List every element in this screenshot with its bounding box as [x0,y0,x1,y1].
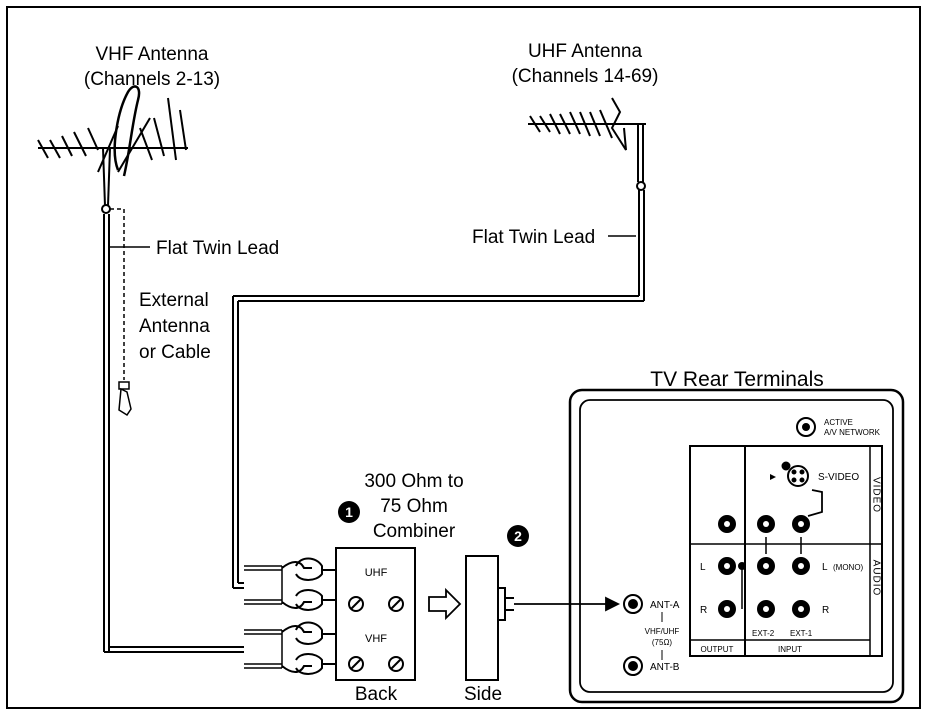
vhf-down-lead [103,214,244,653]
vhf-cable-bundle [244,621,336,675]
flat-twin-lead-left-label: Flat Twin Lead [156,238,279,259]
side-to-tv-arrow [514,596,621,612]
back-to-side-arrow [428,587,462,621]
combiner-title-line2: 75 Ohm [380,496,448,517]
ext1-label: EXT-1 [790,629,813,638]
combiner-title-line3: Combiner [373,521,456,542]
step-2-number: 2 [514,528,522,544]
output-label: OUTPUT [701,645,734,654]
output-l-label: L [700,562,706,573]
ext2-label: EXT-2 [752,629,775,638]
vhf-antenna-channels: (Channels 2-13) [84,69,220,90]
video-side-label: VIDEO [871,477,882,513]
mono-label: (MONO) [833,563,864,572]
step-1-number: 1 [345,504,353,520]
tv-jacks [623,515,810,676]
step-2-marker: 2 [507,525,529,547]
uhf-cable-bundle [244,557,336,611]
uhf-antenna [528,97,646,191]
uhf-antenna-channels: (Channels 14-69) [512,66,659,87]
external-label-line2: Antenna [139,316,210,337]
combiner-uhf-label: UHF [365,567,388,579]
active-network-line1: ACTIVE [824,418,853,427]
tv-rear-panel [568,388,905,704]
uhf-antenna-title: UHF Antenna [528,41,642,62]
audio-side-label: AUDIO [871,560,882,597]
combiner-back [335,547,416,681]
combiner-title-line1: 300 Ohm to [364,471,463,492]
flat-twin-lead-right-label: Flat Twin Lead [472,227,595,248]
uhf-lead [232,190,645,589]
input-r-label: R [822,605,829,616]
diagram-frame [6,6,921,709]
ant-b-label: ANT-B [650,662,680,673]
active-network-line2: A/V NETWORK [824,428,881,437]
tv-rear-title: TV Rear Terminals [650,368,824,391]
input-label: INPUT [778,645,802,654]
s-video-label: S-VIDEO [818,472,859,483]
vhf-antenna-title: VHF Antenna [95,44,208,65]
vhf-uhf-label: VHF/UHF [645,627,680,636]
external-label-line1: External [139,290,209,311]
combiner-side [465,555,514,681]
external-label-line3: or Cable [139,342,211,363]
combiner-back-label: Back [355,684,398,705]
input-l-label: L [822,562,828,573]
output-r-label: R [700,605,707,616]
step-1-marker: 1 [338,501,360,523]
ant-a-label: ANT-A [650,600,680,611]
combiner-vhf-label: VHF [365,633,387,645]
external-cable [110,208,132,417]
ohm75-label: (75Ω) [652,638,673,647]
vhf-antenna [37,85,188,214]
combiner-side-label: Side [464,684,502,705]
